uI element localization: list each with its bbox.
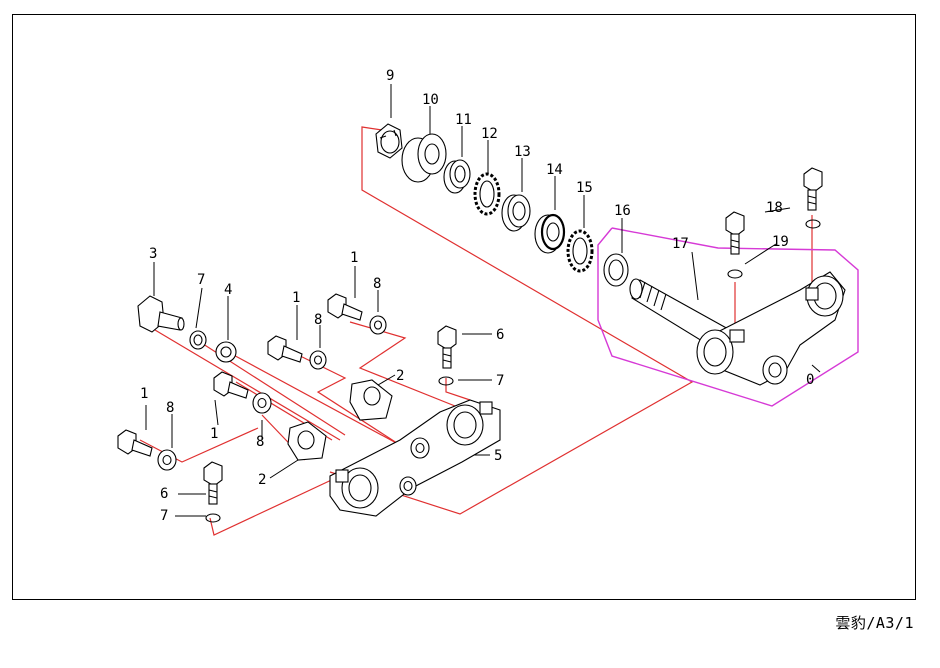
callout-19: 19: [772, 234, 789, 250]
callout-1-b: 1: [292, 290, 300, 306]
callout-7-left: 7: [197, 272, 205, 288]
part-bearing-ring: [501, 194, 531, 232]
callout-8-b: 8: [314, 312, 322, 328]
part-bolt-1d: [117, 429, 153, 457]
part-washer-7-lower: [205, 513, 221, 523]
part-bolt-upper-right: [803, 167, 823, 211]
part-bolt-1c: [213, 371, 249, 399]
part-ball-retainer-lower: [566, 229, 594, 273]
subassembly-outline: [597, 227, 859, 407]
sheet-code: 雲豹/A3/1: [835, 614, 914, 632]
leader-lines: [145, 84, 821, 517]
callout-8-c: 8: [166, 400, 174, 416]
part-bolt-6-upper: [437, 325, 457, 369]
callout-7-lower: 7: [160, 508, 168, 524]
callout-5: 5: [494, 448, 502, 464]
callout-7-upper: 7: [496, 373, 504, 389]
callout-13: 13: [514, 144, 531, 160]
callout-1-d: 1: [210, 426, 218, 442]
callout-18: 18: [766, 200, 783, 216]
callout-16: 16: [614, 203, 631, 219]
part-clamp-upper: [349, 379, 393, 421]
part-bearing-cone: [534, 213, 566, 254]
callout-11: 11: [455, 112, 472, 128]
callout-6-lower: 6: [160, 486, 168, 502]
part-lock-washer-mid: [727, 269, 743, 279]
part-washer-8c: [252, 392, 272, 414]
callout-15: 15: [576, 180, 593, 196]
callout-2-upper: 2: [396, 368, 404, 384]
callout-9: 9: [386, 68, 394, 84]
part-spring-washer-left: [189, 330, 207, 350]
callout-2-lower: 2: [258, 472, 266, 488]
part-dust-seal: [603, 253, 629, 287]
callout-labels: 9 10 11 12 13 14 15 16 17 18 19 0 3 7 4 …: [140, 68, 814, 524]
callout-0: 0: [806, 372, 814, 388]
part-bolt-1a: [327, 293, 363, 321]
callout-4: 4: [224, 282, 232, 298]
callout-3: 3: [149, 246, 157, 262]
drawing-frame: [12, 14, 916, 600]
callout-1-c: 1: [140, 386, 148, 402]
part-bolt-mid-right: [725, 211, 745, 255]
callout-8-a: 8: [373, 276, 381, 292]
callout-8-d: 8: [256, 434, 264, 450]
part-pinch-bolt: [137, 295, 185, 333]
callout-6-upper: 6: [496, 327, 504, 343]
part-bearing-cup-large: [401, 133, 447, 183]
part-lower-bracket: [329, 399, 501, 517]
part-flat-washer-left: [215, 341, 237, 363]
part-washer-8b: [309, 350, 327, 370]
part-washer-8d: [157, 449, 177, 471]
part-castle-nut: [375, 123, 403, 159]
part-steering-stem-yoke: [629, 271, 846, 386]
callout-1-a: 1: [350, 250, 358, 266]
callout-10: 10: [422, 92, 439, 108]
part-washer-7-upper: [438, 376, 454, 386]
part-bolt-1b: [267, 335, 303, 363]
callout-17: 17: [672, 236, 689, 252]
part-ball-retainer-upper: [473, 172, 501, 216]
part-bolt-6-lower: [203, 461, 223, 505]
part-lock-washer-right: [805, 219, 821, 229]
callout-14: 14: [546, 162, 563, 178]
part-bearing-race: [443, 159, 471, 194]
part-clamp-lower: [287, 421, 327, 461]
part-washer-8a: [369, 315, 387, 335]
callout-12: 12: [481, 126, 498, 142]
